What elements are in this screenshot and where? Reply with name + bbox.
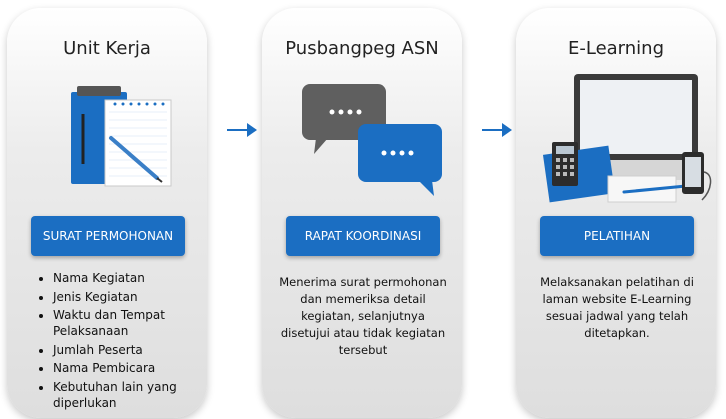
list-item: Nama Pembicara <box>53 360 213 376</box>
step-card-pusbangpeg: Pusbangpeg ASN RAPAT KOORDINASI Menerima… <box>262 8 462 418</box>
clipboard-notepad-pen-icon <box>71 86 172 187</box>
list-item: Nama Kegiatan <box>53 270 213 286</box>
step-title: Pusbangpeg ASN <box>285 38 439 59</box>
requirements-list: Nama Kegiatan Jenis Kegiatan Waktu dan T… <box>31 270 213 413</box>
step-card-e-learning: E-Learning PELATIHAN Melaksanakan pelati… <box>516 8 716 418</box>
list-item: Jenis Kegiatan <box>53 289 213 305</box>
arrow-right-icon <box>482 123 512 137</box>
step-title: Unit Kerja <box>63 38 151 59</box>
step-description: Menerima surat permohonan dan memeriksa … <box>279 275 447 357</box>
list-item: Kebutuhan lain yang diperlukan <box>53 379 213 411</box>
pelatihan-button[interactable]: PELATIHAN <box>540 216 694 256</box>
step-description: Melaksanakan pelatihan di laman website … <box>540 275 694 340</box>
rapat-koordinasi-button[interactable]: RAPAT KOORDINASI <box>286 216 440 256</box>
chat-bubbles-icon <box>302 84 442 196</box>
arrow-right-icon <box>227 123 257 137</box>
laptop-calculator-phone-icon <box>542 74 712 203</box>
list-item: Waktu dan Tempat Pelaksanaan <box>53 307 213 339</box>
list-item: Jumlah Peserta <box>53 342 213 358</box>
surat-permohonan-button[interactable]: SURAT PERMOHONAN <box>31 216 185 256</box>
step-title: E-Learning <box>567 38 664 59</box>
step-card-unit-kerja: Unit Kerja SURAT PERMOHONAN Nama Kegiata… <box>7 8 207 418</box>
